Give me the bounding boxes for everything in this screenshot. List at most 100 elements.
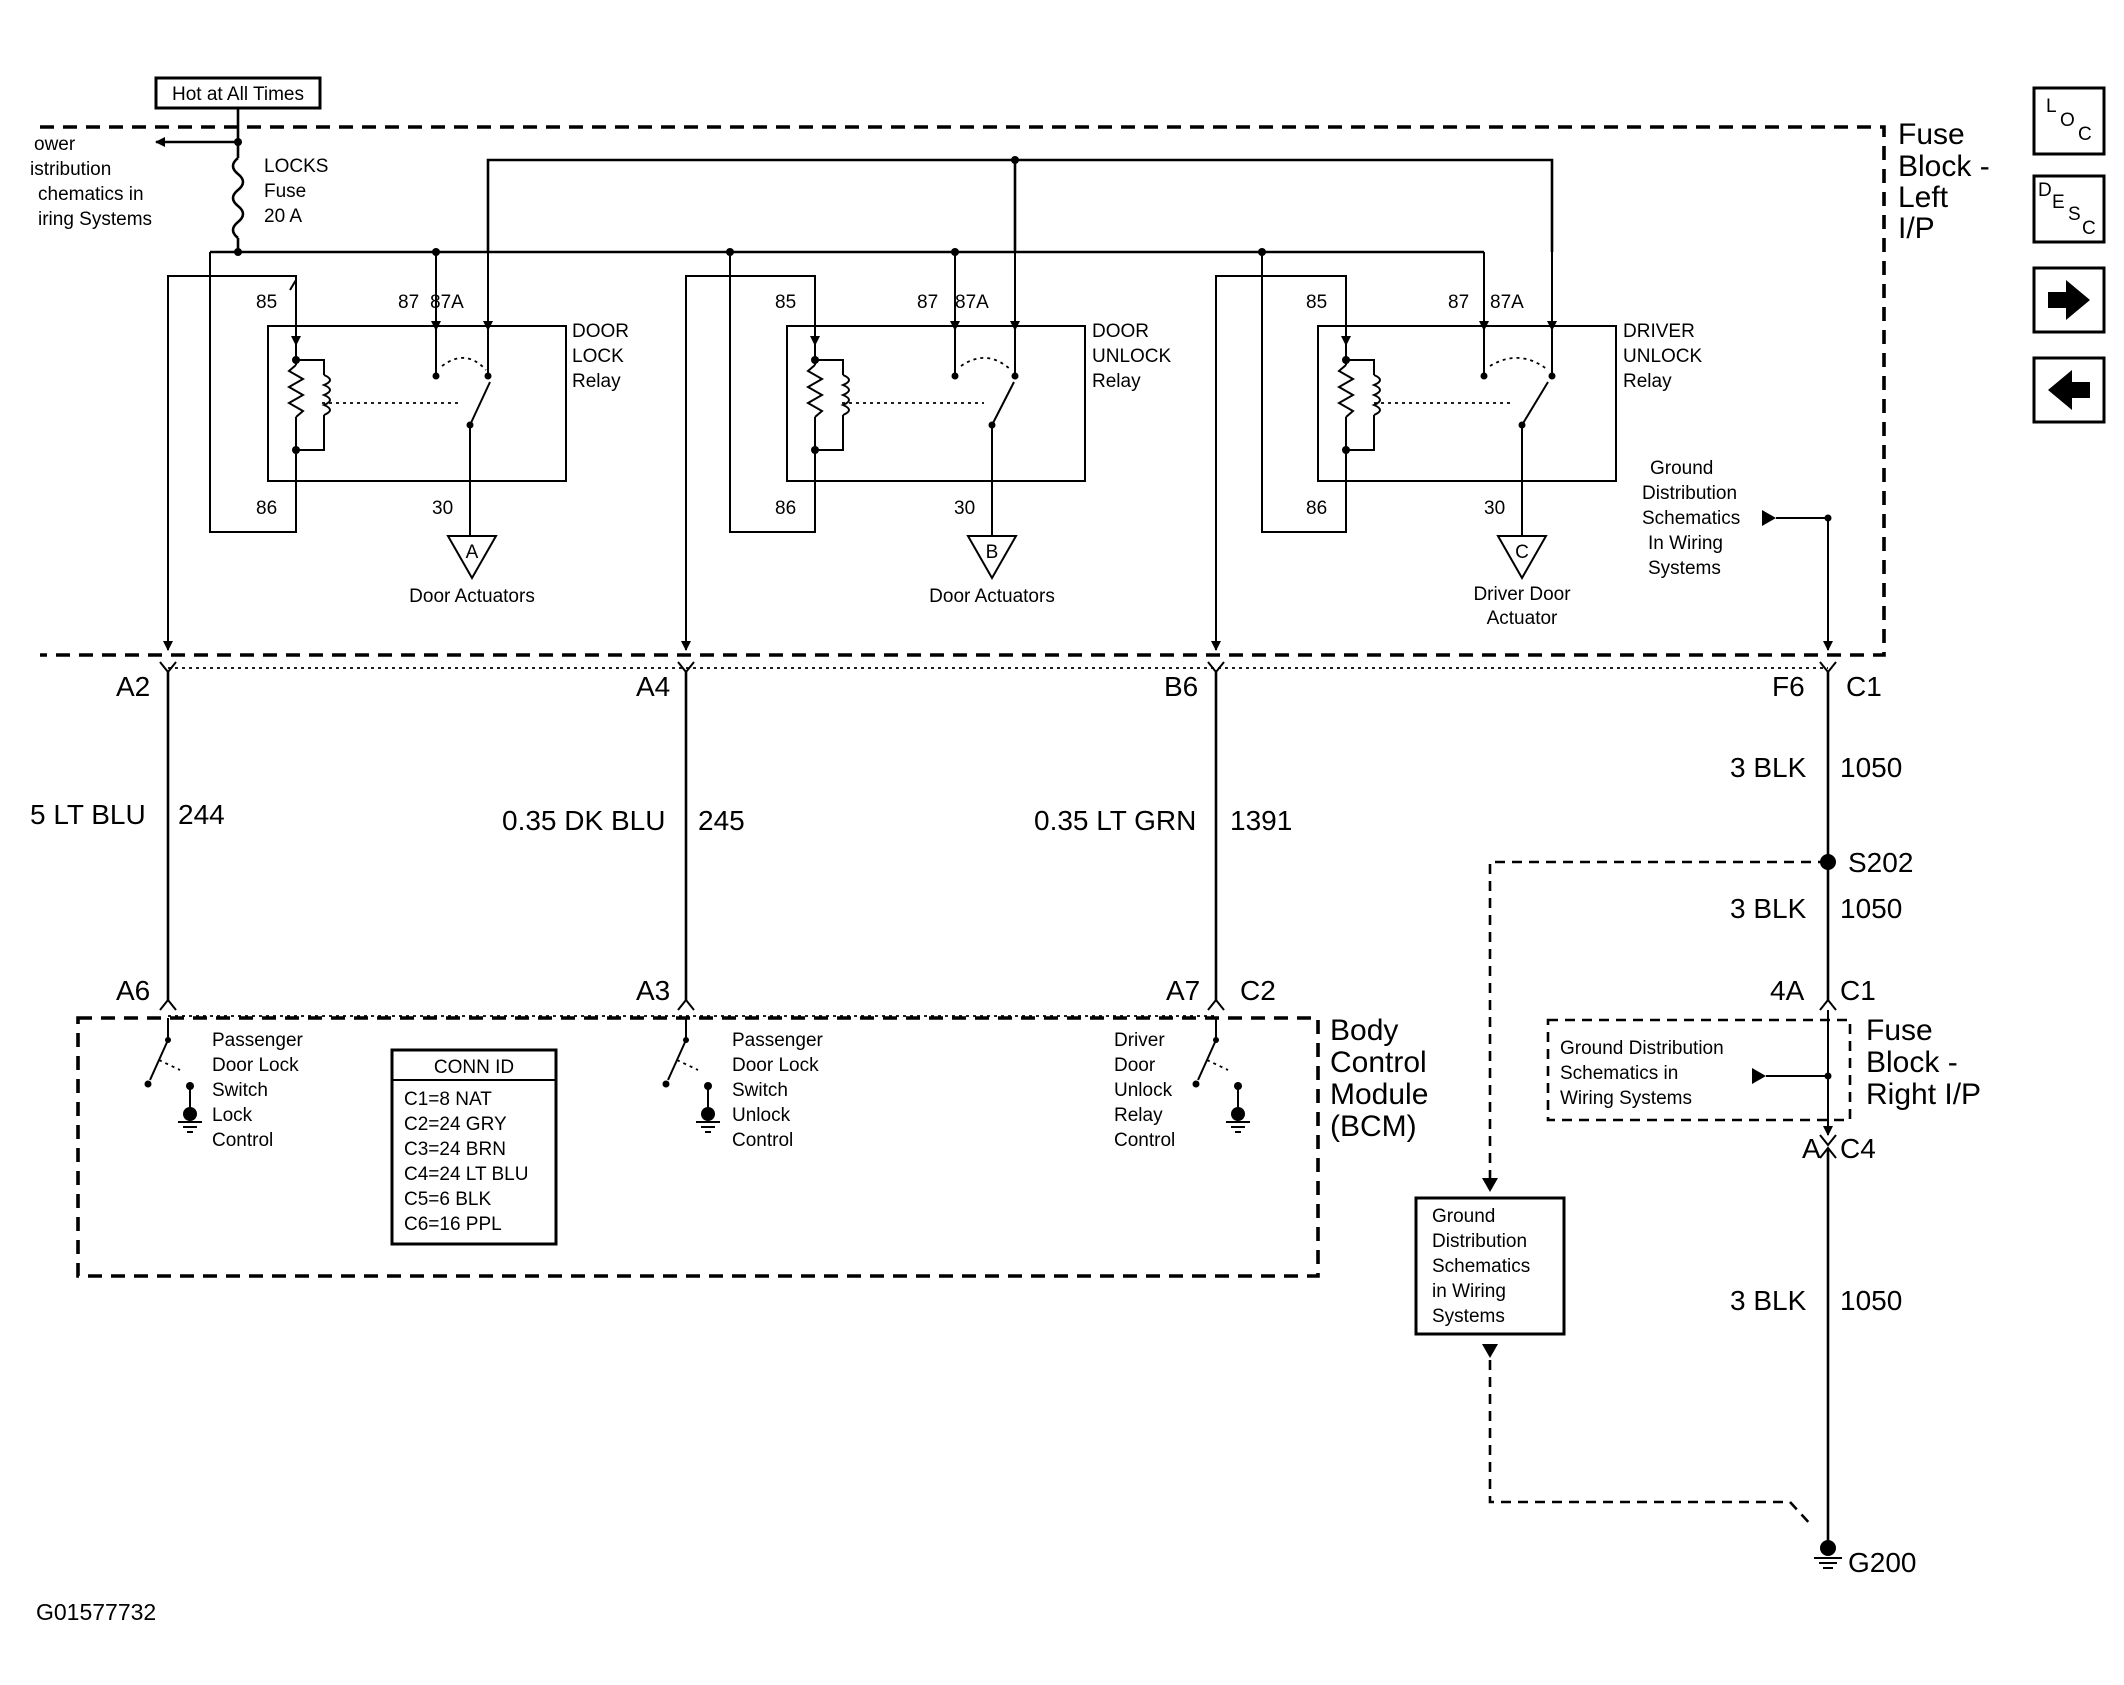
svg-text:A6: A6 (116, 975, 150, 1006)
svg-text:Schematics: Schematics (1642, 508, 1740, 529)
svg-text:C: C (2082, 218, 2096, 239)
svg-text:LOCK: LOCK (572, 346, 624, 367)
svg-text:DOOR: DOOR (572, 321, 629, 342)
ground-distribution-ref-box (1414, 1196, 1566, 1336)
fuse-block-left-label: Fuse Block - Left I/P (1898, 118, 1990, 245)
svg-text:30: 30 (432, 498, 453, 519)
svg-text:A4: A4 (636, 671, 670, 702)
svg-text:5 LT BLU: 5 LT BLU (30, 799, 146, 830)
svg-text:Block -: Block - (1866, 1046, 1958, 1079)
svg-text:Block -: Block - (1898, 150, 1990, 183)
svg-text:20 A: 20 A (264, 206, 302, 227)
left-arrow-icon (2048, 370, 2090, 410)
svg-text:Driver: Driver (1114, 1030, 1165, 1051)
svg-text:Actuator: Actuator (1487, 608, 1558, 629)
svg-text:87A: 87A (1490, 292, 1524, 313)
door-lock-relay: 85 87 87A 86 30 DOOR LOCK Relay A Door A… (256, 248, 629, 607)
svg-text:Schematics: Schematics (1432, 1256, 1530, 1277)
loc-button[interactable]: L O C (2032, 86, 2106, 156)
svg-text:LOCKS: LOCKS (264, 156, 328, 177)
svg-text:87: 87 (917, 292, 938, 313)
svg-text:Fuse: Fuse (1898, 118, 1965, 151)
svg-text:Wiring Systems: Wiring Systems (1560, 1088, 1692, 1109)
svg-text:C6=16 PPL: C6=16 PPL (404, 1214, 502, 1235)
fuse-block-right-outline (1546, 1018, 1852, 1122)
svg-text:3 BLK: 3 BLK (1730, 1285, 1807, 1316)
wire-1391: B6 0.35 LT GRN 1391 A7 C2 (1034, 661, 1292, 1011)
svg-text:in Wiring: in Wiring (1432, 1281, 1506, 1302)
svg-text:C1: C1 (1840, 975, 1876, 1006)
svg-text:Left: Left (1898, 181, 1949, 214)
bcm-switch-lock: Passenger Door Lock Switch Lock Control (143, 1017, 304, 1151)
svg-text:85: 85 (775, 292, 796, 313)
svg-text:85: 85 (256, 292, 277, 313)
svg-text:chematics in: chematics in (38, 184, 144, 205)
svg-text:Switch: Switch (732, 1080, 788, 1101)
svg-text:(BCM): (BCM) (1330, 1110, 1417, 1143)
svg-text:Switch: Switch (212, 1080, 268, 1101)
svg-text:0.35 LT GRN: 0.35 LT GRN (1034, 805, 1196, 836)
svg-text:4A: 4A (1770, 975, 1805, 1006)
svg-text:Door Lock: Door Lock (212, 1055, 299, 1076)
hot-label: Hot at All Times (172, 84, 304, 105)
fuse-block-left-outline (40, 125, 1886, 657)
svg-text:S202: S202 (1848, 847, 1913, 878)
svg-text:C1=8 NAT: C1=8 NAT (404, 1089, 492, 1110)
svg-text:A2: A2 (116, 671, 150, 702)
svg-text:Door: Door (1114, 1055, 1156, 1076)
svg-text:G200: G200 (1848, 1547, 1917, 1578)
svg-text:Relay: Relay (1623, 371, 1672, 392)
svg-text:Passenger: Passenger (212, 1030, 304, 1051)
svg-text:iring Systems: iring Systems (38, 209, 152, 230)
svg-text:Right I/P: Right I/P (1866, 1078, 1981, 1111)
svg-text:Control: Control (212, 1130, 273, 1151)
svg-text:A3: A3 (636, 975, 670, 1006)
svg-text:86: 86 (1306, 498, 1327, 519)
fuse-block-right-label: Fuse Block - Right I/P (1866, 1014, 1981, 1111)
svg-text:Unlock: Unlock (1114, 1080, 1173, 1101)
svg-text:Schematics in: Schematics in (1560, 1063, 1678, 1084)
svg-text:0.35 DK BLU: 0.35 DK BLU (502, 805, 665, 836)
svg-text:Ground: Ground (1432, 1206, 1495, 1227)
svg-text:C4=24 LT BLU: C4=24 LT BLU (404, 1164, 528, 1185)
svg-text:D: D (2038, 180, 2052, 201)
svg-text:Door Actuators: Door Actuators (409, 586, 535, 607)
svg-text:30: 30 (1484, 498, 1505, 519)
svg-text:Control: Control (1330, 1046, 1427, 1079)
svg-text:UNLOCK: UNLOCK (1092, 346, 1172, 367)
locks-fuse-label: LOCKS Fuse 20 A (264, 156, 328, 227)
svg-text:Relay: Relay (1114, 1105, 1163, 1126)
svg-text:L: L (2046, 96, 2057, 117)
bcm-switch-unlock: Passenger Door Lock Switch Unlock Contro… (661, 1017, 824, 1151)
svg-text:ower: ower (34, 134, 76, 155)
prev-arrow-button[interactable] (2032, 356, 2106, 424)
svg-text:DRIVER: DRIVER (1623, 321, 1695, 342)
svg-text:87A: 87A (430, 292, 464, 313)
svg-text:87: 87 (398, 292, 419, 313)
bcm-switch-driver-unlock: Driver Door Unlock Relay Control (1114, 1017, 1251, 1151)
driver-unlock-relay-body (1317, 325, 1617, 482)
svg-text:Relay: Relay (1092, 371, 1141, 392)
svg-text:Unlock: Unlock (732, 1105, 791, 1126)
svg-text:Driver Door: Driver Door (1473, 584, 1571, 605)
svg-text:Control: Control (1114, 1130, 1175, 1151)
svg-text:30: 30 (954, 498, 975, 519)
svg-text:O: O (2060, 110, 2075, 131)
svg-text:C2=24 GRY: C2=24 GRY (404, 1114, 507, 1135)
svg-text:Control: Control (732, 1130, 793, 1151)
desc-button[interactable]: D E S C (2032, 174, 2106, 244)
svg-text:C2: C2 (1240, 975, 1276, 1006)
bcm-outline (76, 1016, 1320, 1278)
svg-text:87A: 87A (955, 292, 989, 313)
next-arrow-button[interactable] (2032, 266, 2106, 334)
svg-text:1050: 1050 (1840, 893, 1902, 924)
svg-text:Distribution: Distribution (1642, 483, 1737, 504)
svg-text:244: 244 (178, 799, 225, 830)
svg-text:C1: C1 (1846, 671, 1882, 702)
svg-text:Fuse: Fuse (1866, 1014, 1933, 1047)
svg-text:istribution: istribution (30, 159, 111, 180)
svg-text:Lock: Lock (212, 1105, 253, 1126)
svg-text:Systems: Systems (1648, 558, 1721, 579)
svg-text:DOOR: DOOR (1092, 321, 1149, 342)
